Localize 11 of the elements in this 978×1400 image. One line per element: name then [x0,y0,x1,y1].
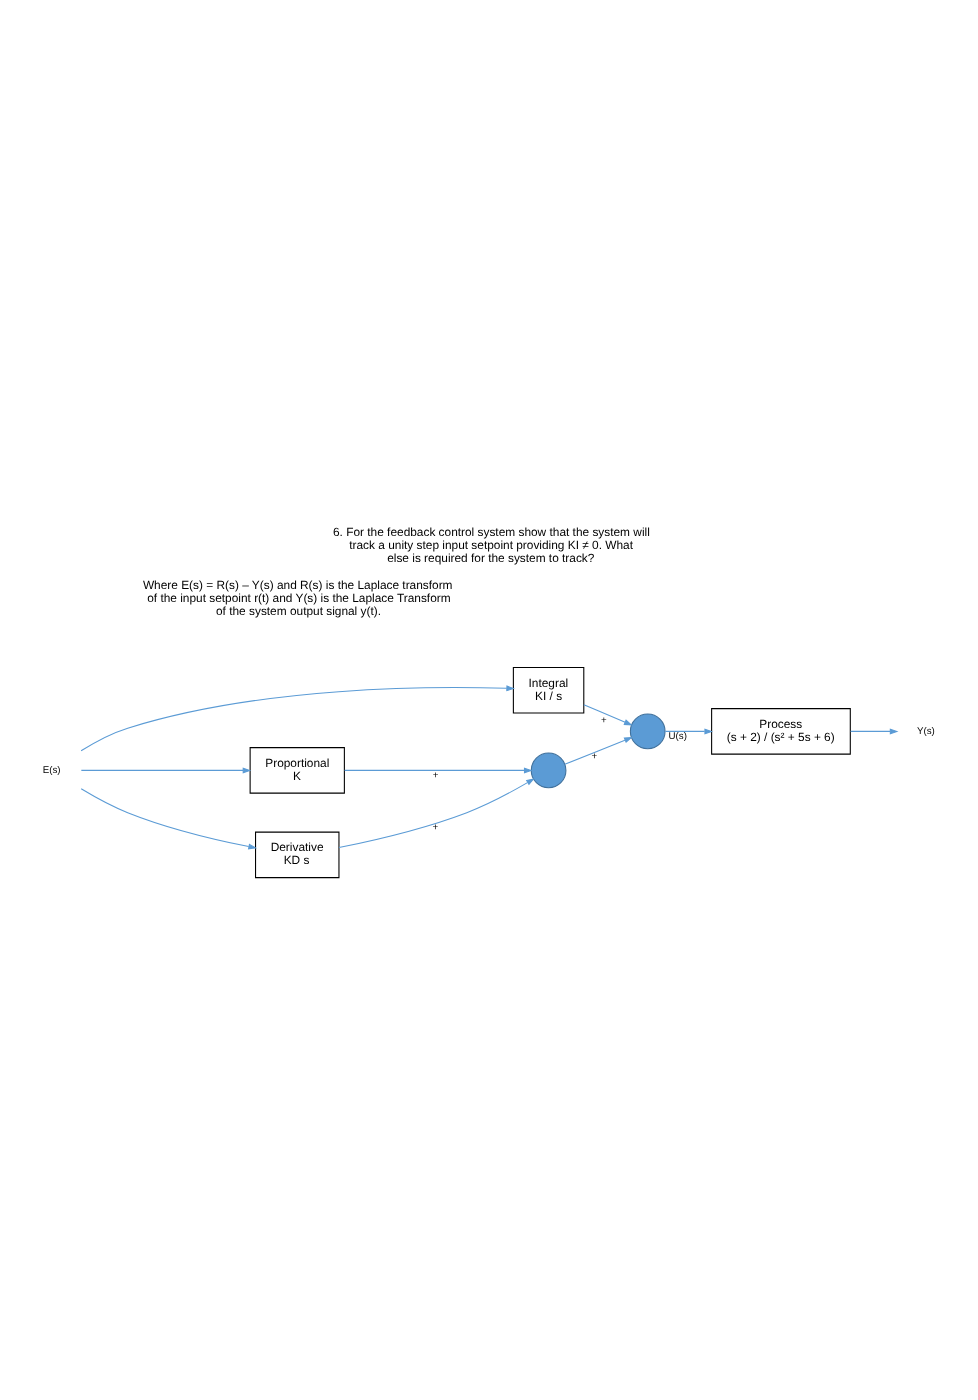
arrow [80,685,515,752]
arrow [338,778,535,849]
arrow [344,767,533,774]
arrow [80,767,252,774]
arrow [583,704,633,726]
node-circle [629,713,666,750]
arrow [664,728,714,735]
arrow [850,728,899,735]
arrow [80,788,257,850]
node-circle [530,752,567,789]
arrow [564,736,633,765]
